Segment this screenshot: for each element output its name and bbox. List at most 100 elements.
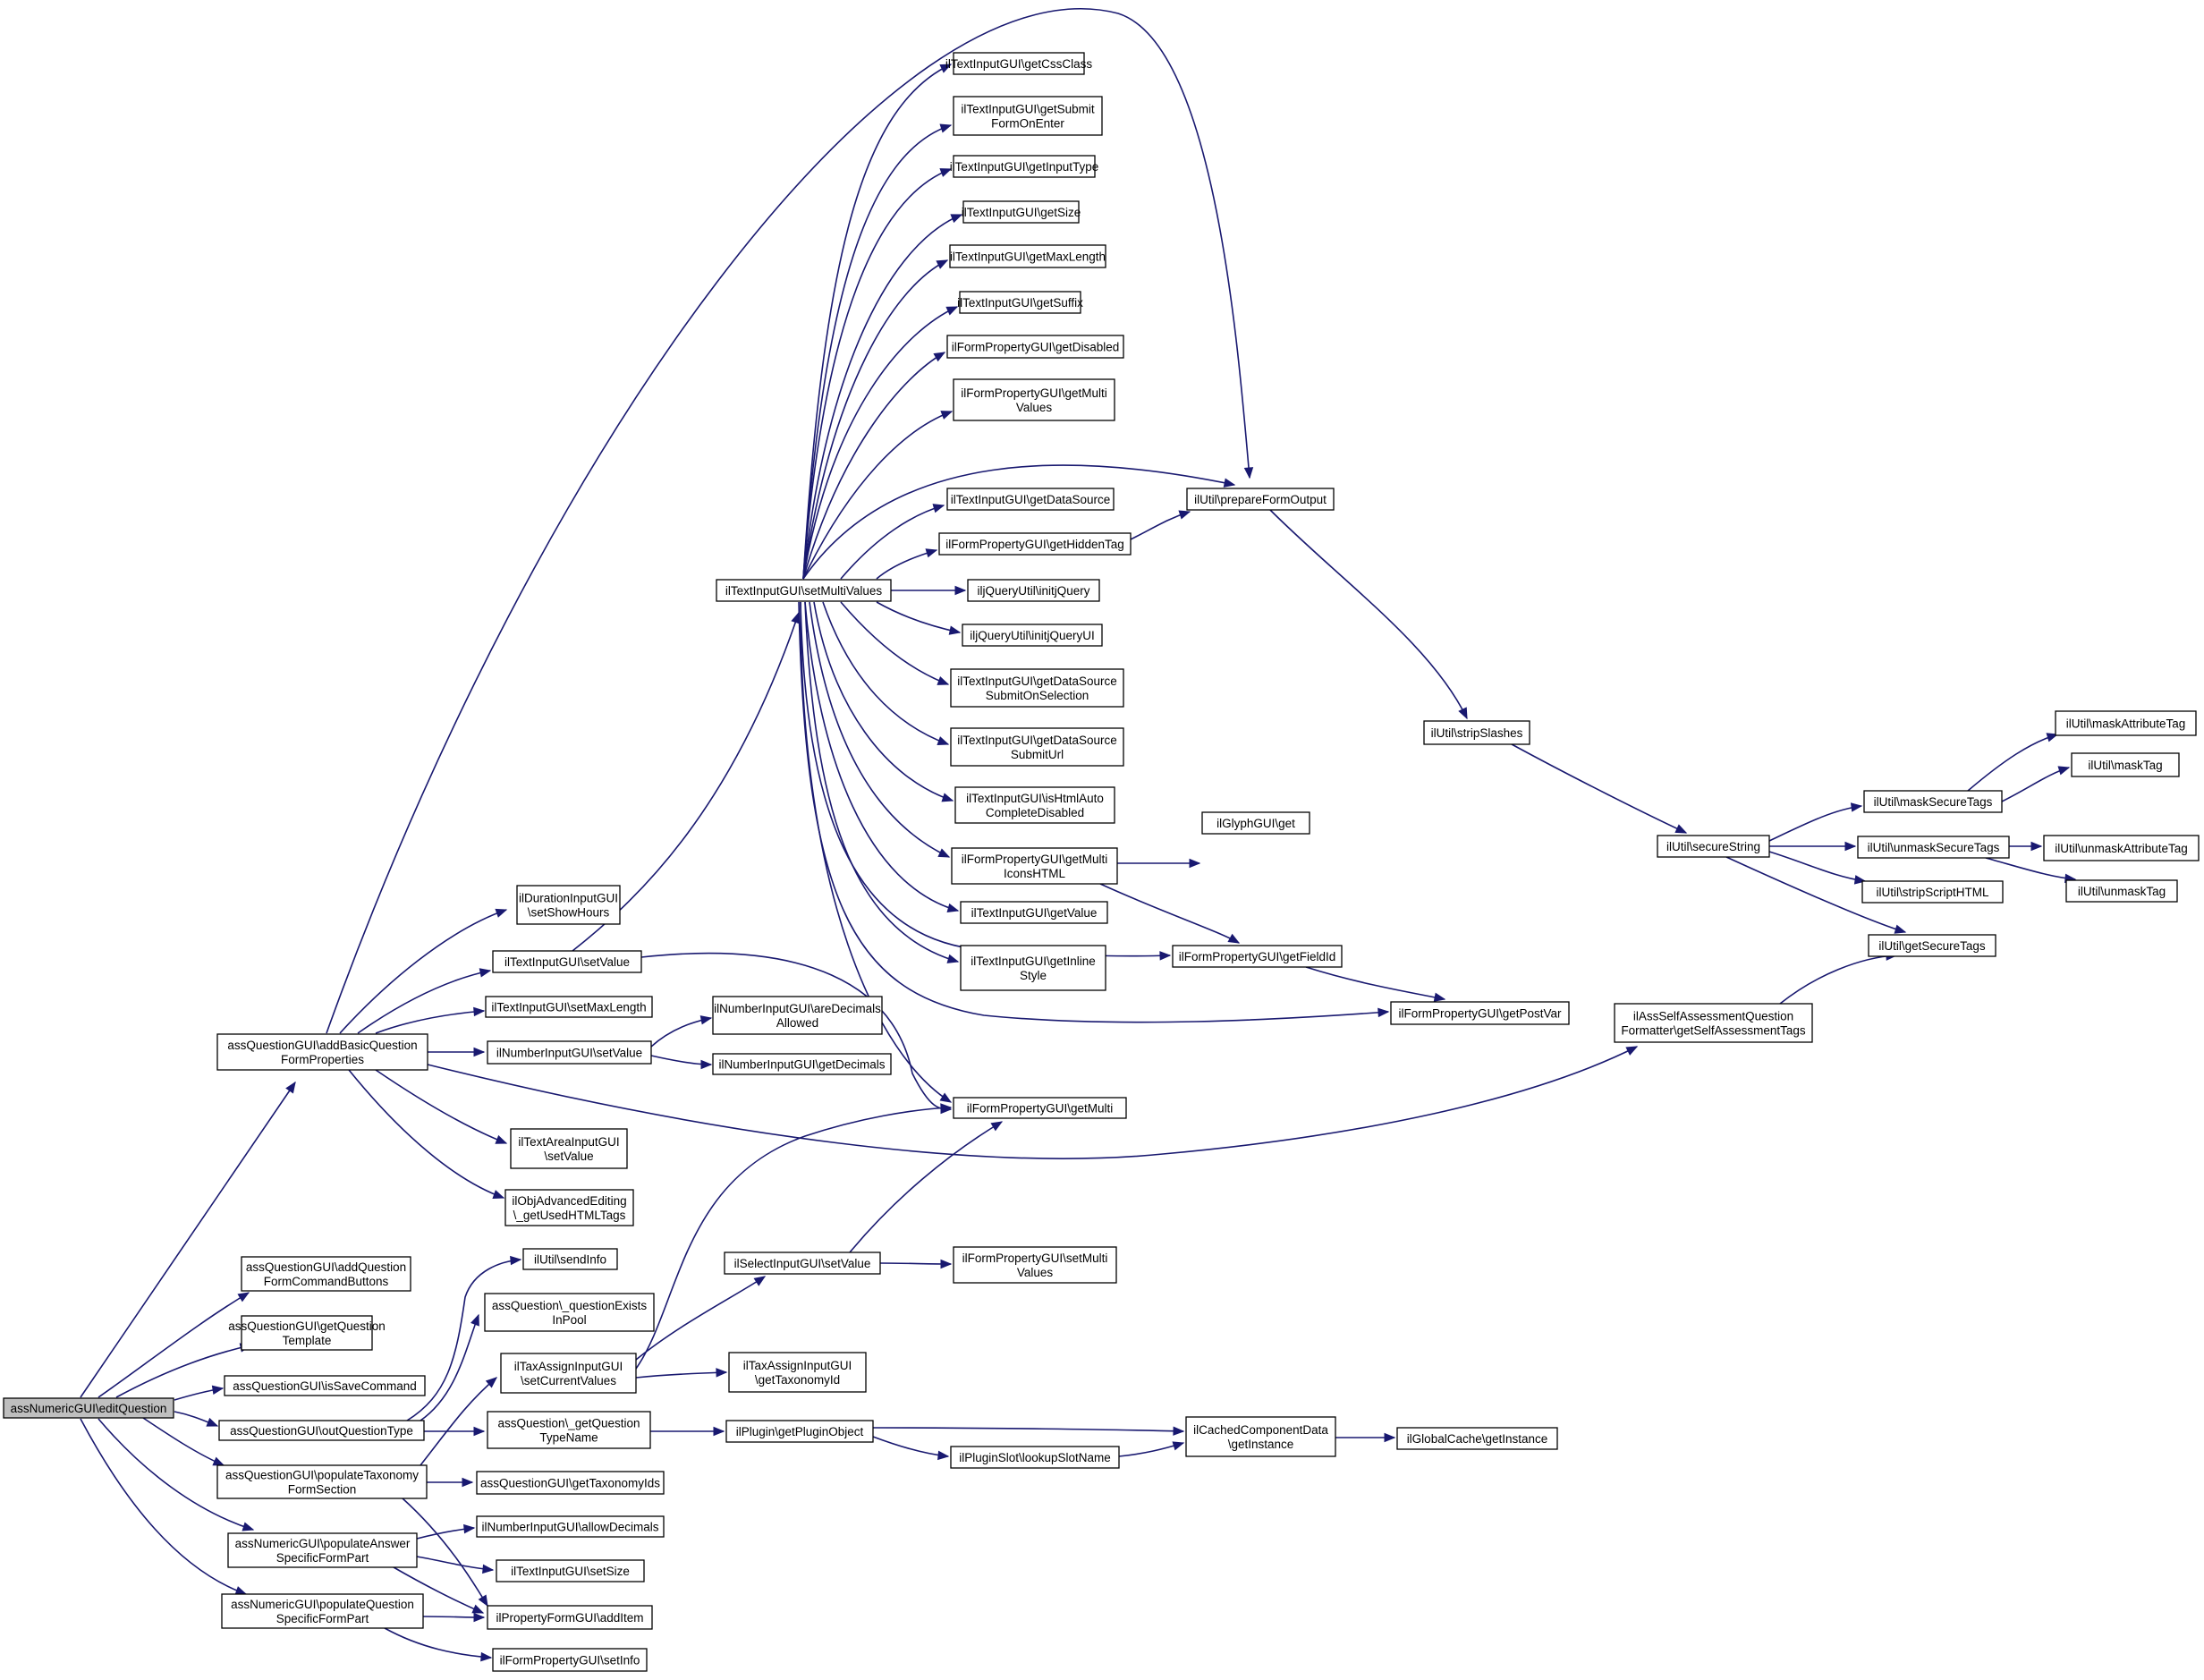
node-root[interactable]: assNumericGUI\editQuestion — [3, 1397, 174, 1419]
node-getFieldId[interactable]: ilFormPropertyGUI\getFieldId — [1172, 945, 1343, 968]
arrowhead-setMulti-to-getMultiIcons — [937, 848, 951, 858]
node-addBasic[interactable]: assQuestionGUI\addBasicQuestionFormPrope… — [216, 1033, 428, 1071]
node-txtMaxLen[interactable]: ilTextInputGUI\setMaxLength — [485, 996, 653, 1018]
node-box — [1423, 720, 1530, 745]
node-sendInfo[interactable]: ilUtil\sendInfo — [522, 1248, 618, 1270]
node-getCss[interactable]: ilTextInputGUI\getCssClass — [945, 52, 1093, 75]
node-addItem[interactable]: ilPropertyFormGUI\addItem — [487, 1605, 653, 1630]
node-initJQ[interactable]: iljQueryUtil\initjQuery — [967, 579, 1100, 602]
node-selfAssess[interactable]: ilAssSelfAssessmentQuestionFormatter\get… — [1614, 1003, 1813, 1043]
node-getSecTags[interactable]: ilUtil\getSecureTags — [1868, 934, 1996, 957]
node-label: ilTextInputGUI\getDataSource — [951, 493, 1111, 506]
node-setInfo[interactable]: ilFormPropertyGUI\setInfo — [492, 1648, 648, 1672]
node-label: assQuestionGUI\addBasicQuestion — [227, 1039, 417, 1052]
node-areaSetVal[interactable]: ilTextAreaInputGUI\setValue — [510, 1128, 628, 1169]
node-prepForm[interactable]: ilUtil\prepareFormOutput — [1186, 488, 1335, 511]
node-glyph[interactable]: ilGlyphGUI\get — [1201, 811, 1310, 835]
node-box — [496, 1559, 645, 1582]
arrowhead-addBasic-to-prepForm — [1243, 467, 1254, 479]
node-selSetVal[interactable]: ilSelectInputGUI\setValue — [724, 1252, 881, 1275]
node-setMulti[interactable]: ilTextInputGUI\setMultiValues — [716, 579, 892, 602]
node-allowDec[interactable]: ilNumberInputGUI\allowDecimals — [476, 1515, 665, 1538]
node-stripScript[interactable]: ilUtil\stripScriptHTML — [1861, 880, 2004, 904]
node-numSetVal[interactable]: ilNumberInputGUI\setValue — [487, 1040, 652, 1065]
edge-secure-to-getSecTags — [1725, 856, 1906, 933]
arrowhead-popAns-to-allowDec — [463, 1523, 476, 1534]
arrowhead-addBasic-to-selfAssess — [1625, 1046, 1639, 1056]
node-box — [485, 996, 653, 1018]
node-label: ilPlugin\getPluginObject — [736, 1425, 864, 1438]
node-isSave[interactable]: assQuestionGUI\isSaveCommand — [224, 1375, 426, 1396]
node-getPostVar[interactable]: ilFormPropertyGUI\getPostVar — [1390, 1001, 1570, 1025]
node-unmaskAttr[interactable]: ilUtil\unmaskAttributeTag — [2043, 835, 2200, 861]
node-getTaxIds[interactable]: assQuestionGUI\getTaxonomyIds — [476, 1471, 665, 1495]
node-addCmd[interactable]: assQuestionGUI\addQuestionFormCommandBut… — [241, 1256, 411, 1292]
node-box — [224, 1375, 426, 1396]
node-popAns[interactable]: assNumericGUI\populateAnswerSpecificForm… — [227, 1532, 418, 1568]
edge-setMulti-to-initJQUI — [876, 601, 961, 633]
node-label: ilFormPropertyGUI\getPostVar — [1398, 1007, 1562, 1021]
node-unmaskTag[interactable]: ilUtil\unmaskTag — [2065, 879, 2178, 903]
node-box — [510, 1128, 628, 1169]
node-label: FormProperties — [281, 1053, 364, 1066]
node-unmaskSec[interactable]: ilUtil\unmaskSecureTags — [1857, 836, 2010, 859]
node-getDec[interactable]: ilNumberInputGUI\getDecimals — [712, 1053, 892, 1075]
node-box — [953, 96, 1103, 136]
node-getDisabled[interactable]: ilFormPropertyGUI\getDisabled — [946, 335, 1124, 359]
node-globalCache[interactable]: ilGlobalCache\getInstance — [1396, 1427, 1558, 1450]
arrowhead-getQTN-to-plugObj — [713, 1426, 725, 1437]
node-box — [728, 1352, 867, 1393]
node-label: assQuestionGUI\outQuestionType — [230, 1424, 413, 1438]
node-popQ[interactable]: assNumericGUI\populateQuestionSpecificFo… — [221, 1593, 424, 1629]
node-durShow[interactable]: ilDurationInputGUI\setShowHours — [516, 885, 621, 925]
edge-getMultiIcons-to-getFieldId — [1099, 883, 1240, 944]
node-maskSec[interactable]: ilUtil\maskSecureTags — [1863, 790, 2003, 813]
edge-taxSetCur-to-taxGetId — [635, 1371, 727, 1379]
node-getDSSel[interactable]: ilTextInputGUI\getDataSourceSubmitOnSele… — [950, 668, 1124, 708]
node-taxSetCur[interactable]: ilTaxAssignInputGUI\setCurrentValues — [500, 1353, 637, 1394]
arrowhead-setMulti-to-getDisabled — [933, 352, 946, 362]
node-maskTag[interactable]: ilUtil\maskTag — [2071, 752, 2180, 777]
edge-setMulti-to-getMulti — [800, 601, 952, 1103]
node-getDS[interactable]: ilTextInputGUI\getDataSource — [946, 488, 1115, 511]
node-popTax[interactable]: assQuestionGUI\populateTaxonomyFormSecti… — [216, 1464, 428, 1499]
node-getMulti[interactable]: ilFormPropertyGUI\getMulti — [953, 1097, 1127, 1119]
node-secure[interactable]: ilUtil\secureString — [1657, 835, 1770, 858]
node-getSuffix[interactable]: ilTextInputGUI\getSuffix — [957, 291, 1083, 314]
node-setMultiVals[interactable]: ilFormPropertyGUI\setMultiValues — [953, 1246, 1117, 1284]
node-plugObj[interactable]: ilPlugin\getPluginObject — [725, 1420, 874, 1443]
node-taxGetId[interactable]: ilTaxAssignInputGUI\getTaxonomyId — [728, 1352, 867, 1393]
node-txtSetSize[interactable]: ilTextInputGUI\setSize — [496, 1559, 645, 1582]
arrowhead-txtSetVal-to-setMulti — [791, 611, 801, 624]
node-getInType[interactable]: ilTextInputGUI\getInputType — [950, 155, 1099, 178]
node-initJQUI[interactable]: iljQueryUtil\initjQueryUI — [962, 624, 1103, 647]
edge-plugObj-to-lookupSlot — [872, 1436, 949, 1457]
node-maskAttr[interactable]: ilUtil\maskAttributeTag — [2055, 710, 2197, 736]
arrowhead-addBasic-to-txtSetVal — [479, 968, 492, 978]
node-objAdv[interactable]: ilObjAdvancedEditing\_getUsedHTMLTags — [504, 1189, 634, 1226]
node-txtSetVal[interactable]: ilTextInputGUI\setValue — [492, 950, 642, 973]
edge-setMulti-to-isHtmlAuto — [813, 601, 954, 802]
node-getValue[interactable]: ilTextInputGUI\getValue — [960, 901, 1108, 924]
arrowhead-outQT-to-qExists — [470, 1313, 479, 1327]
node-getHidden[interactable]: ilFormPropertyGUI\getHiddenTag — [938, 532, 1132, 556]
node-strip[interactable]: ilUtil\stripSlashes — [1423, 720, 1530, 745]
edge-setMulti-to-getCss — [802, 64, 952, 580]
node-isHtmlAuto[interactable]: ilTextInputGUI\isHtmlAutoCompleteDisable… — [954, 786, 1115, 824]
node-getSize[interactable]: ilTextInputGUI\getSize — [962, 200, 1081, 224]
node-cached[interactable]: ilCachedComponentData\getInstance — [1185, 1416, 1336, 1457]
node-lookupSlot[interactable]: ilPluginSlot\lookupSlotName — [950, 1446, 1120, 1469]
node-label: \setCurrentValues — [521, 1374, 616, 1387]
node-getMaxLen[interactable]: ilTextInputGUI\getMaxLength — [949, 244, 1106, 268]
node-label: ilTextInputGUI\getMaxLength — [950, 250, 1106, 264]
node-outQT[interactable]: assQuestionGUI\outQuestionType — [218, 1420, 425, 1441]
